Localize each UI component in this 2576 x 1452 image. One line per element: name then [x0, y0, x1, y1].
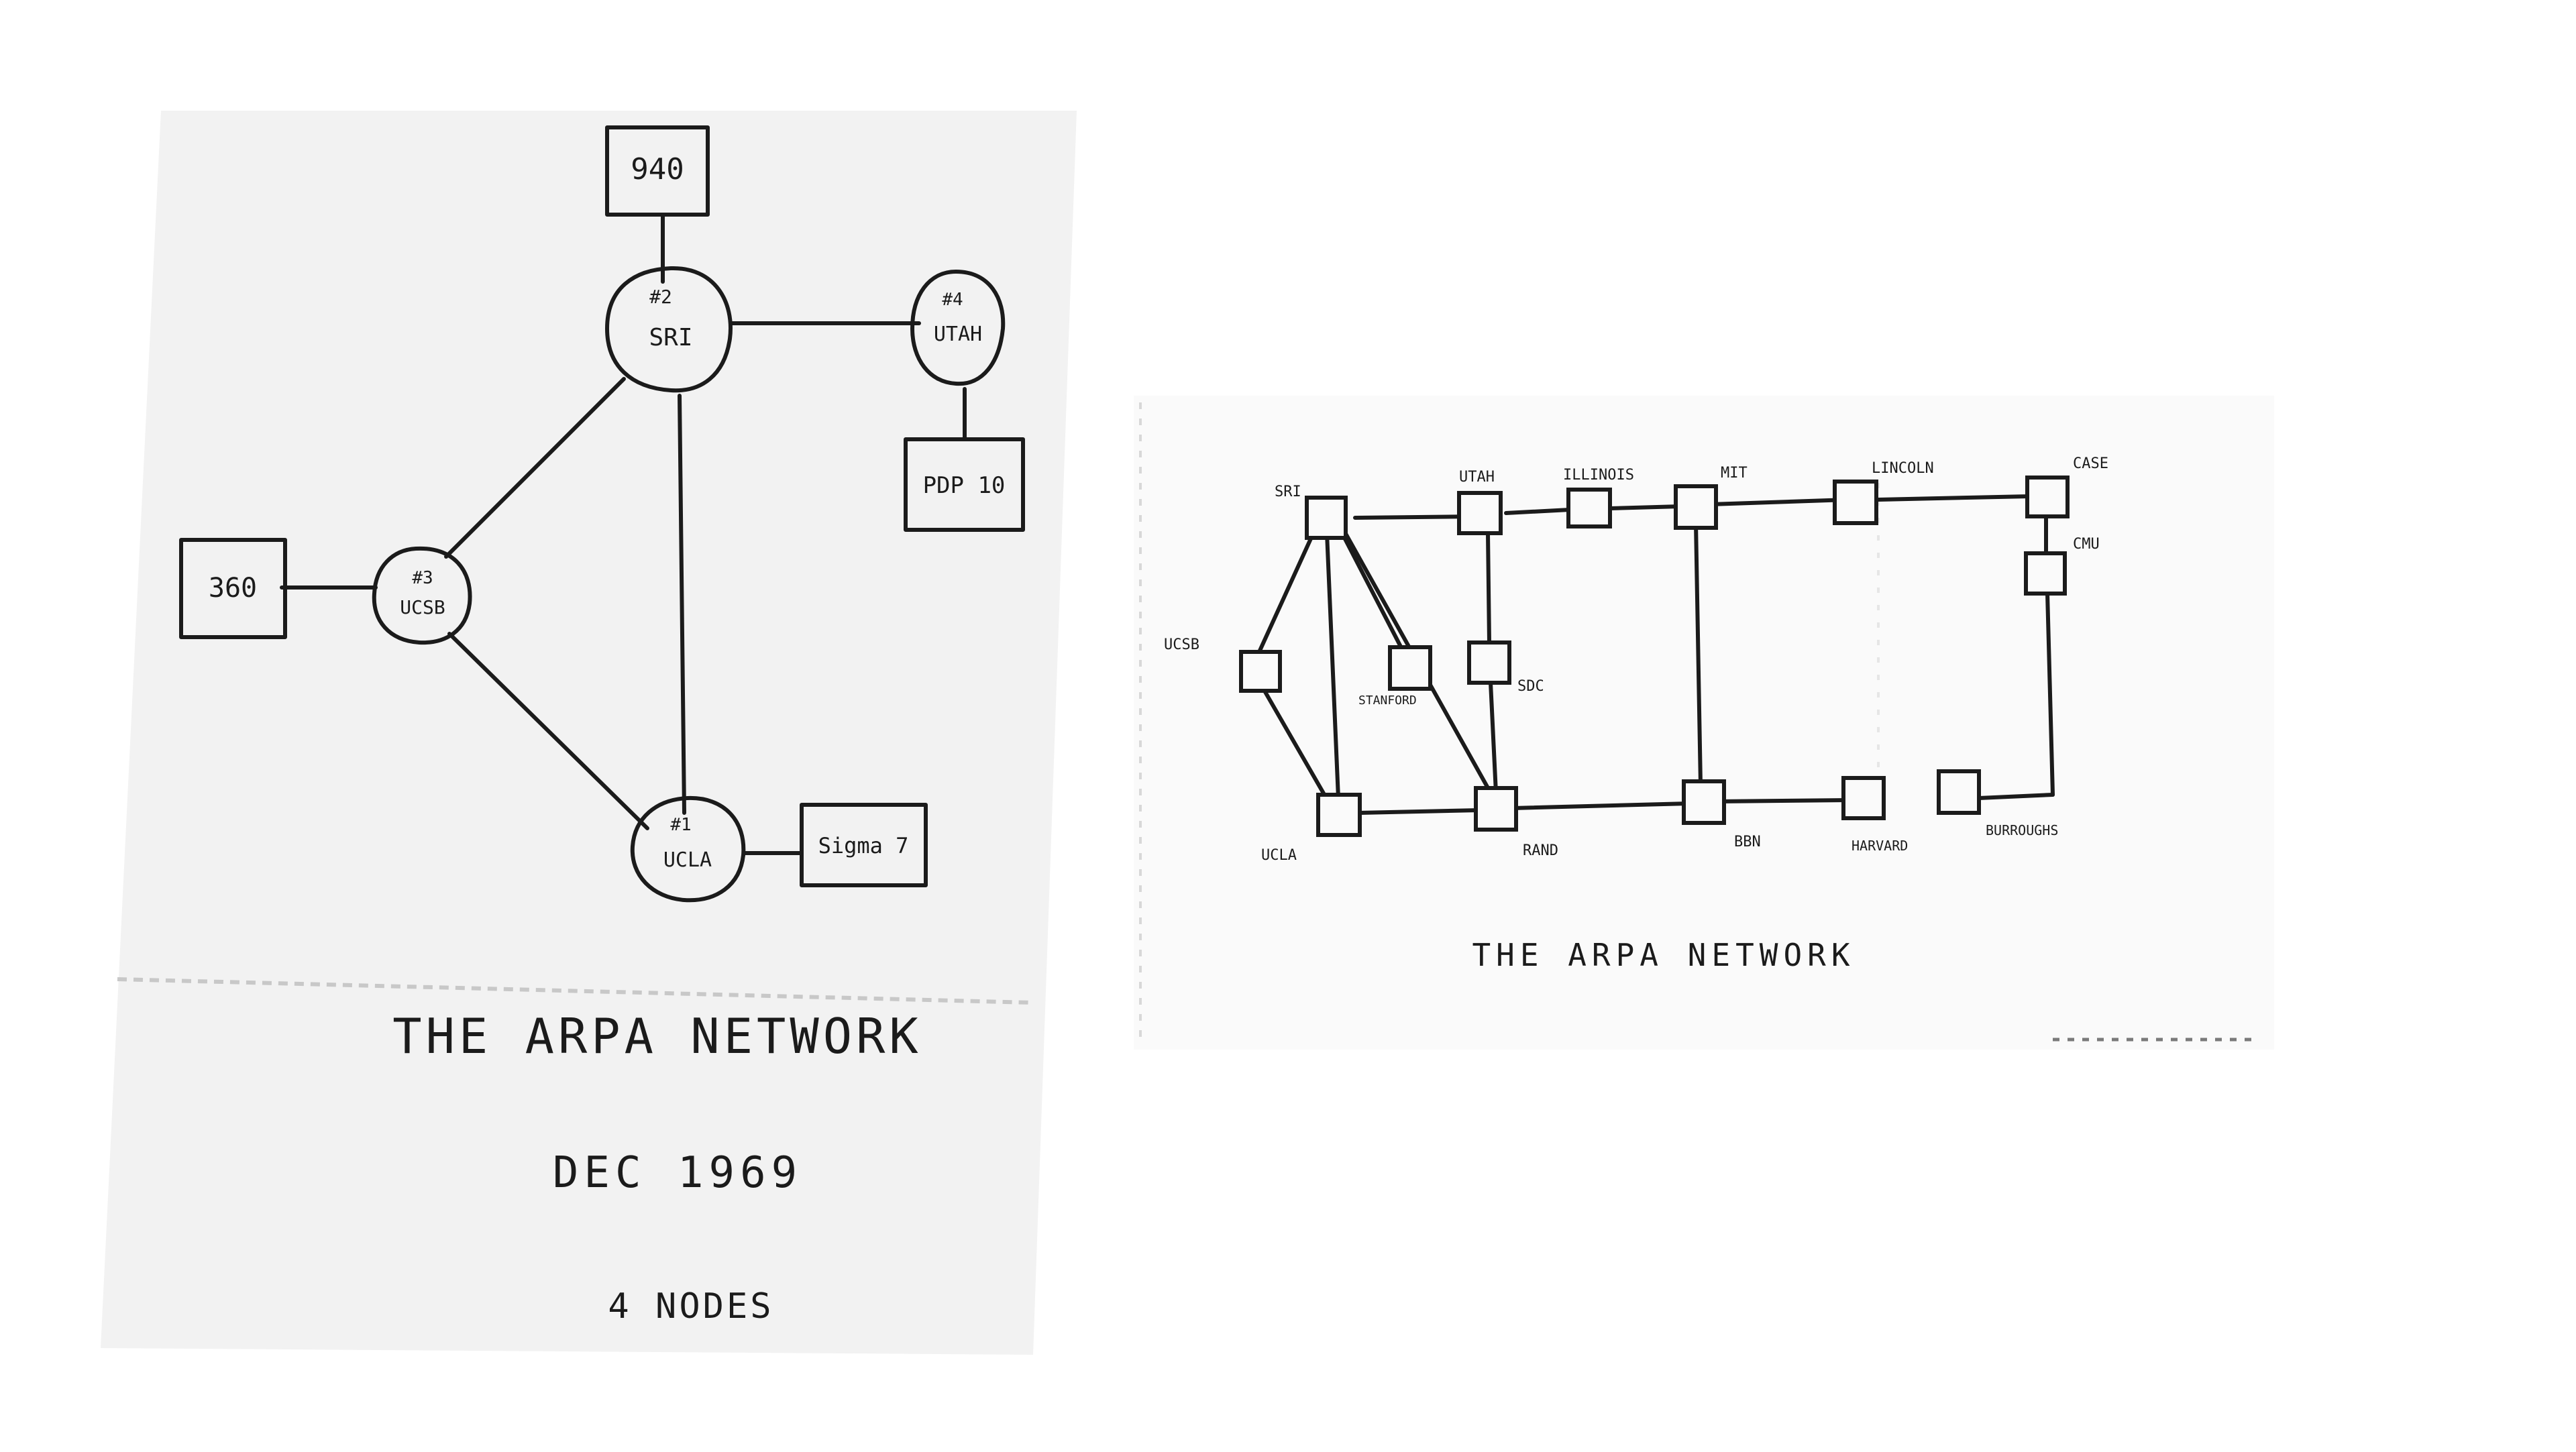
link-harvard-bbn	[1715, 798, 1850, 803]
label-ucsb: UCSB	[1164, 636, 1199, 653]
link-utah-sdc	[1486, 531, 1491, 645]
left-paper-sheet	[101, 111, 1077, 1355]
node-ucla	[1316, 793, 1362, 837]
link-rand-ucla	[1356, 808, 1481, 815]
node-harvard	[1841, 776, 1886, 820]
node-sdc	[1467, 640, 1511, 685]
link-lincoln-case	[1876, 494, 2031, 502]
imp-ucsb-label: UCSB	[400, 596, 445, 618]
link-sdc-rand	[1489, 681, 1498, 795]
label-burroughs: BURROUGHS	[1986, 822, 2058, 838]
link-illinois-mit	[1608, 504, 1682, 510]
imp-sri-number: #2	[649, 286, 672, 308]
imp-sri-circle: #2 SRI	[605, 266, 733, 393]
label-stanford: STANFORD	[1358, 693, 1417, 708]
label-cmu: CMU	[2073, 536, 2100, 553]
imp-utah-number: #4	[942, 290, 963, 310]
right-title: THE ARPA NETWORK	[1472, 937, 1855, 973]
node-ucsb	[1239, 650, 1282, 693]
host-360-label: 360	[209, 573, 257, 604]
link-burroughs-harvard	[1977, 793, 2055, 800]
label-utah: UTAH	[1459, 469, 1495, 486]
node-bbn	[1682, 779, 1726, 825]
link-ucsb-ucla	[447, 632, 649, 830]
imp-ucsb-circle: #3 UCSB	[372, 546, 472, 645]
node-illinois	[1566, 488, 1612, 528]
host-940-label: 940	[631, 152, 684, 186]
host-360-box: 360	[179, 538, 287, 639]
imp-sri-label: SRI	[649, 324, 692, 351]
host-940-box: 940	[605, 125, 710, 217]
host-sigma7-box: Sigma 7	[800, 803, 928, 887]
node-burroughs	[1937, 769, 1981, 815]
label-illinois: ILLINOIS	[1563, 467, 1634, 484]
node-sri	[1305, 496, 1348, 540]
link-sri-ucla	[678, 394, 686, 815]
label-ucla: UCLA	[1261, 847, 1297, 864]
link-ucsb-ucla	[1263, 689, 1330, 803]
label-sdc: SDC	[1517, 678, 1544, 695]
link-cmu-burroughs	[2045, 592, 2055, 797]
imp-utah-label: UTAH	[934, 323, 982, 346]
left-links	[280, 214, 967, 855]
host-pdp10-box: PDP 10	[904, 437, 1025, 532]
imp-utah-circle: #4 UTAH	[910, 270, 1006, 386]
link-sri-ucsb	[444, 377, 626, 559]
link-mit-lincoln	[1709, 498, 1850, 506]
node-rand	[1474, 786, 1518, 832]
label-bbn: BBN	[1734, 834, 1761, 850]
link-sri-ucla	[1325, 531, 1340, 800]
label-case: CASE	[2073, 455, 2108, 472]
label-harvard: HARVARD	[1851, 838, 1908, 854]
link-utah-illinois	[1504, 508, 1572, 515]
node-utah	[1457, 491, 1503, 535]
node-mit	[1674, 484, 1718, 530]
imp-ucla-label: UCLA	[663, 848, 712, 872]
host-sigma7-label: Sigma 7	[818, 833, 909, 858]
node-case	[2025, 476, 2070, 518]
imp-ucla-number: #1	[670, 815, 691, 835]
right-links	[1258, 494, 2055, 815]
label-sri: SRI	[1275, 484, 1301, 500]
label-mit: MIT	[1721, 465, 1748, 482]
left-title: THE ARPA NETWORK	[392, 1008, 922, 1064]
imp-ucla-circle: #1 UCLA	[630, 795, 746, 903]
label-rand: RAND	[1523, 842, 1558, 859]
link-mit-bbn	[1694, 521, 1703, 787]
link-sri-ucsb	[1258, 528, 1317, 653]
left-date: DEC 1969	[553, 1148, 802, 1198]
right-node-labels: SRI UTAH ILLINOIS MIT LINCOLN CASE CMU U…	[1164, 455, 2108, 864]
node-lincoln	[1833, 480, 1878, 525]
link-bbn-rand	[1511, 801, 1691, 810]
node-stanford	[1388, 645, 1432, 691]
right-nodes	[1239, 476, 2070, 837]
node-cmu	[2024, 551, 2067, 596]
host-pdp10-label: PDP 10	[923, 472, 1006, 499]
imp-ucsb-number: #3	[412, 568, 433, 588]
label-lincoln: LINCOLN	[1872, 460, 1934, 477]
link-sri-stanford	[1338, 528, 1404, 651]
left-node-count: 4 NODES	[608, 1286, 773, 1327]
